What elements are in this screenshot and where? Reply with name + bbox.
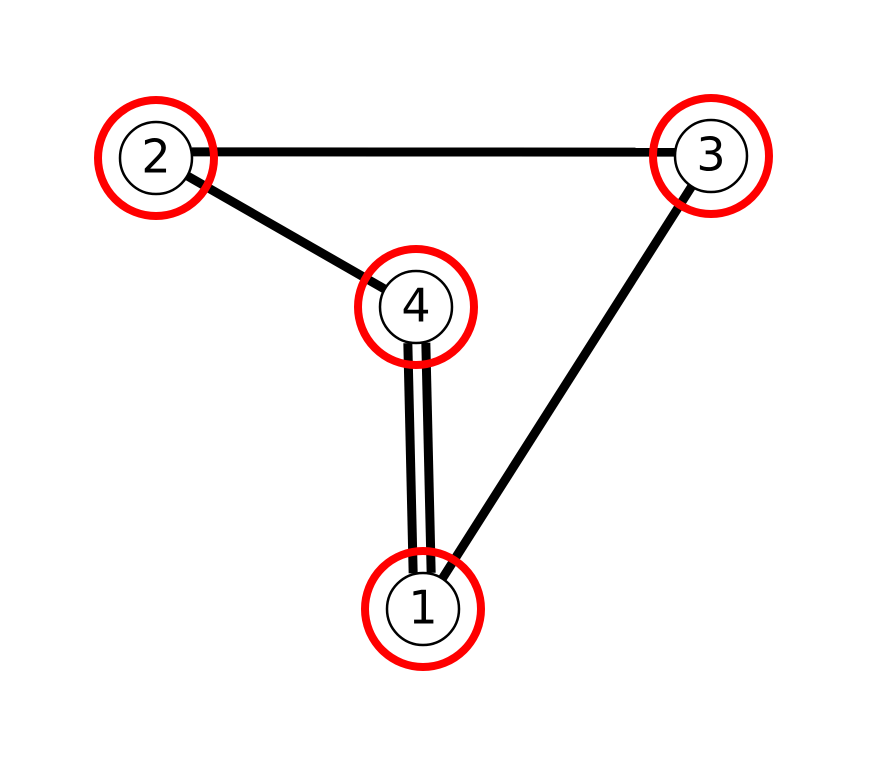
node-label: 2 bbox=[141, 130, 170, 184]
edge-4-1 bbox=[426, 343, 431, 573]
edge-2-4 bbox=[187, 176, 385, 289]
node-2: 2 bbox=[120, 122, 192, 194]
node-label: 3 bbox=[696, 128, 725, 182]
node-3: 3 bbox=[675, 120, 747, 192]
node-4: 4 bbox=[380, 271, 452, 343]
edges-layer bbox=[187, 152, 691, 579]
node-label: 1 bbox=[408, 581, 437, 635]
node-1: 1 bbox=[387, 573, 459, 645]
edge-4-1 bbox=[408, 343, 413, 573]
node-label: 4 bbox=[401, 279, 430, 333]
edge-3-1 bbox=[442, 186, 691, 578]
